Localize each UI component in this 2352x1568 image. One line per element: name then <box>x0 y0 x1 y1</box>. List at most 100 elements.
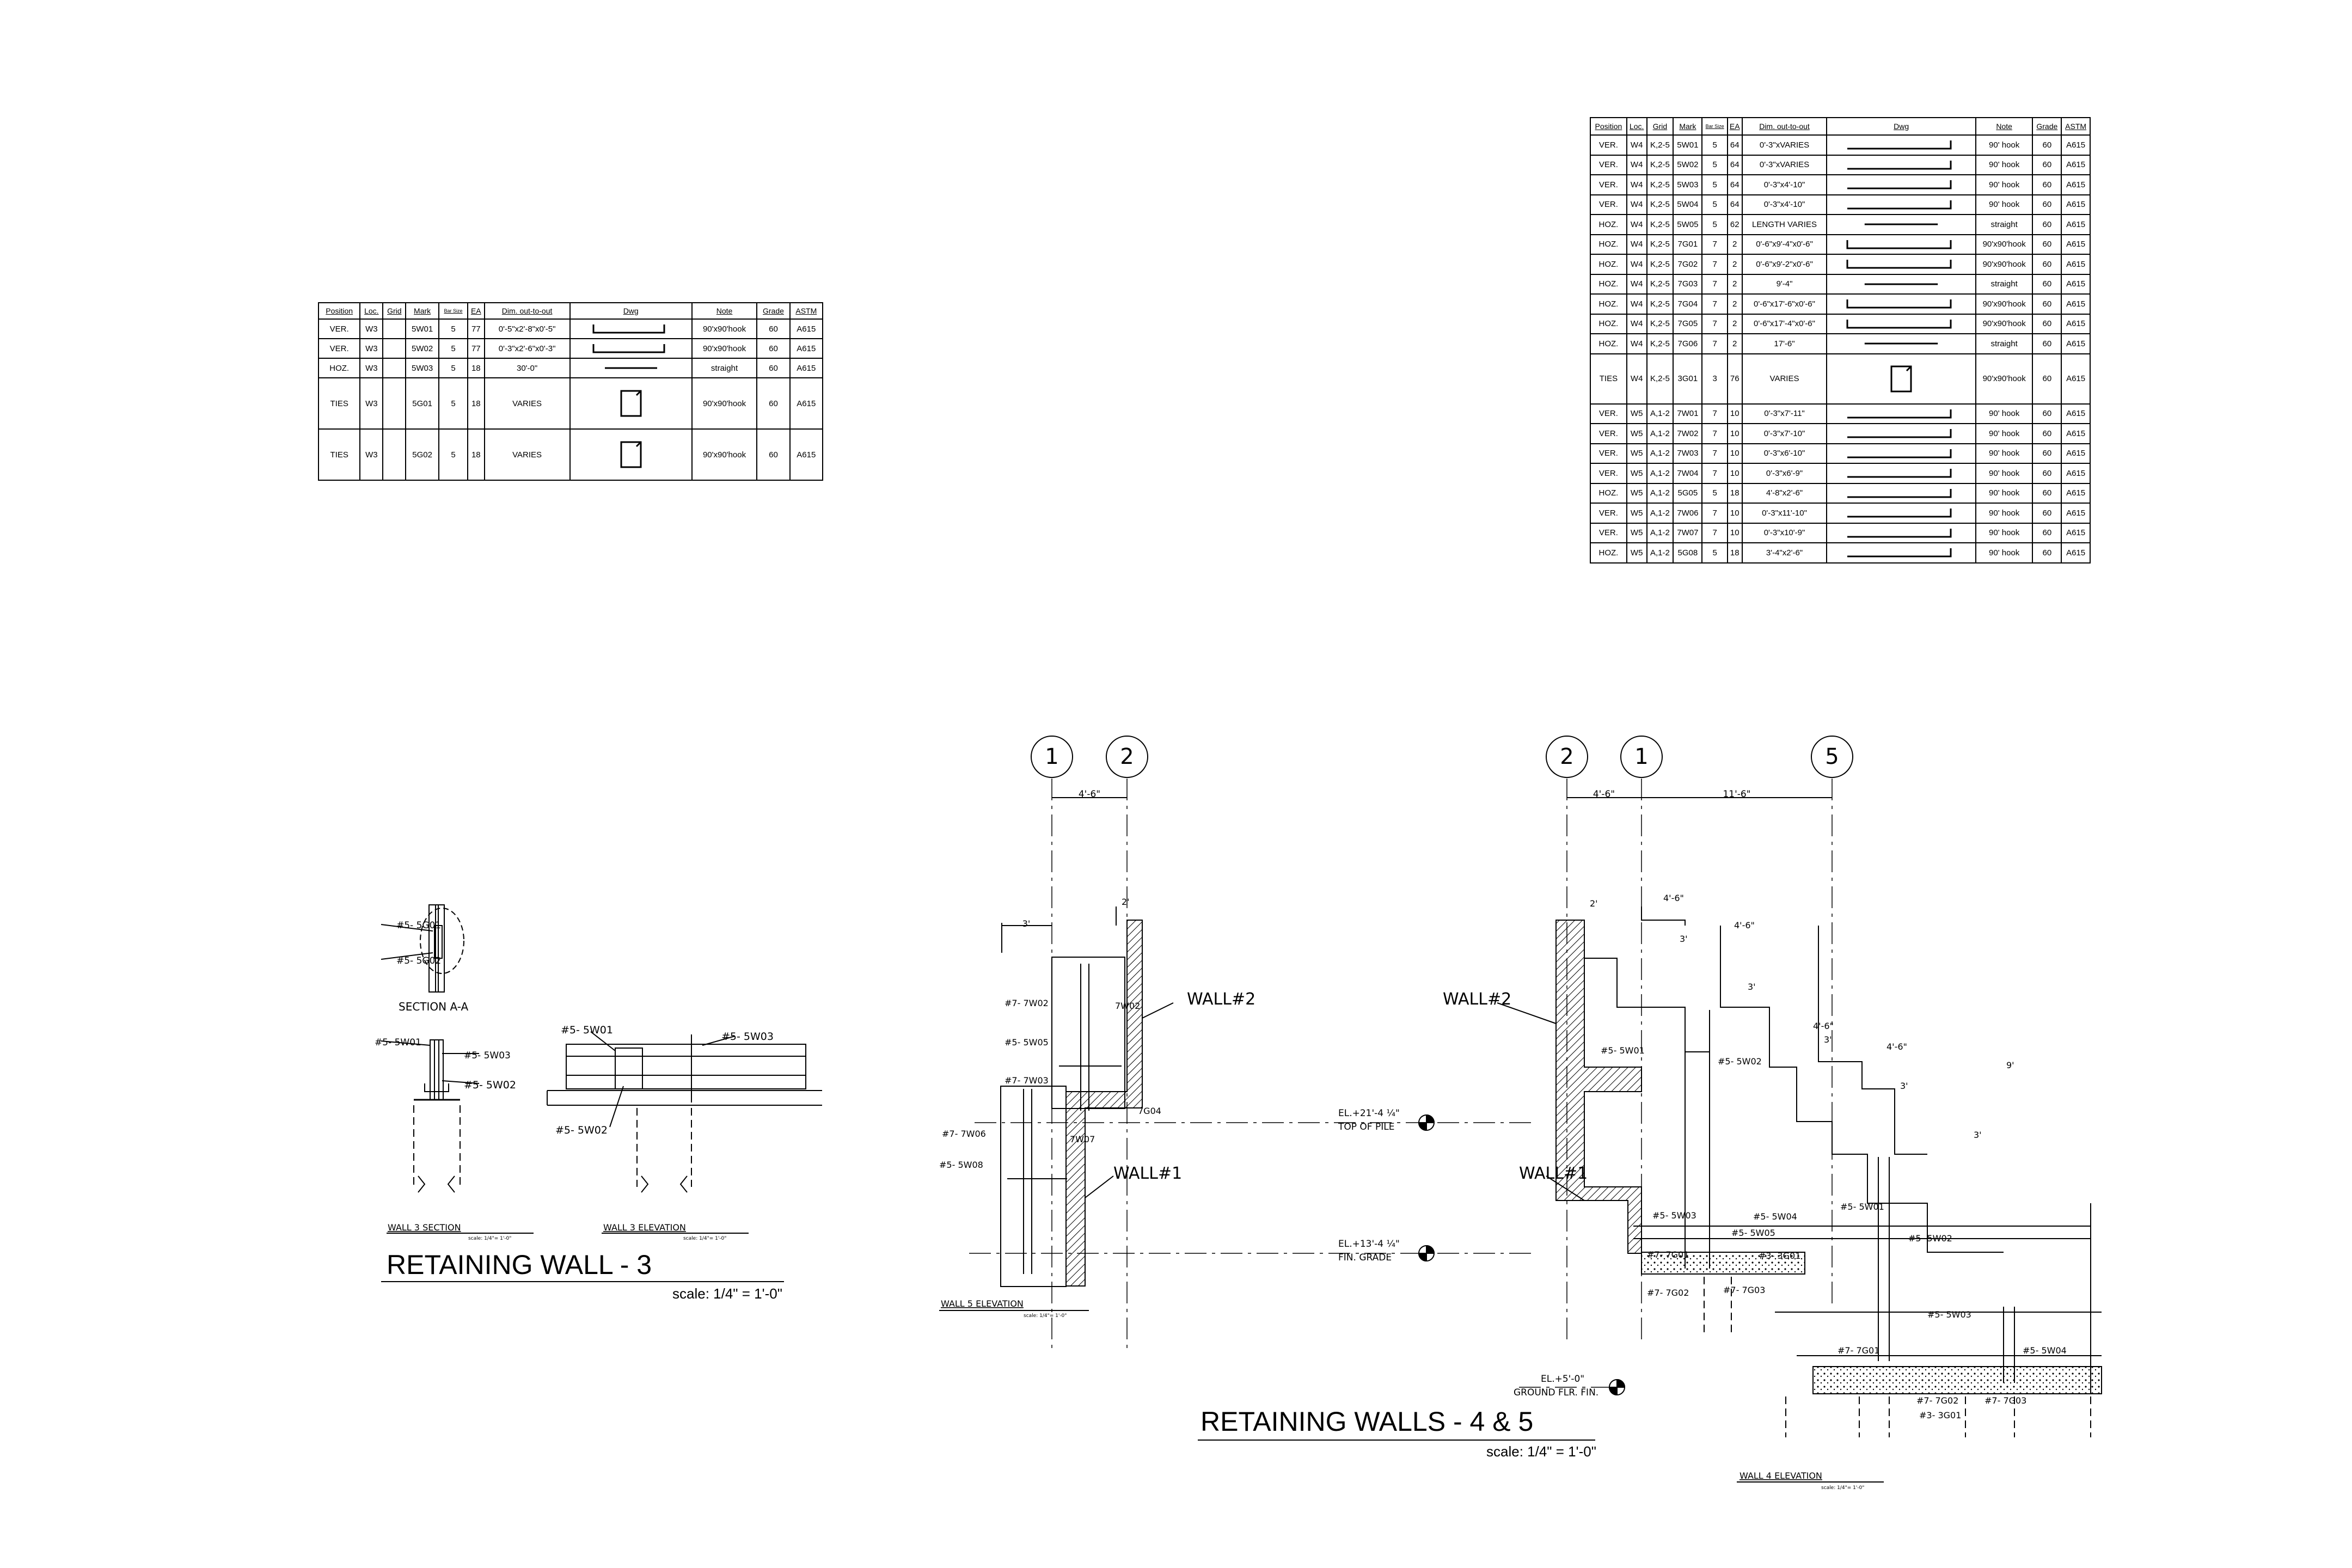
straight-bar-shape-icon <box>604 367 657 369</box>
dim-w4-3b: 3' <box>1748 982 1756 992</box>
cell-dim: 0'-3"x2'-6"x0'-3" <box>483 338 571 359</box>
cell-mark: 7W03 <box>1673 443 1703 464</box>
wall5-elevation-scale: scale: 1/4"= 1'-0" <box>1024 1313 1067 1319</box>
cell-grid: K,2-5 <box>1646 174 1674 195</box>
bar-5w05-label: #5- 5W05 <box>1004 1037 1049 1048</box>
col-mark: Mark <box>1673 117 1703 136</box>
cell-dwg <box>1826 463 1976 484</box>
cell-ea: 18 <box>467 377 485 430</box>
cell-grid: K,2-5 <box>1646 154 1674 175</box>
cell-loc: W4 <box>1626 293 1647 315</box>
cell-dwg <box>1826 134 1976 156</box>
cell-note: straight <box>1975 214 2033 235</box>
cell-bar-size: 7 <box>1701 293 1728 315</box>
cell-bar-size: 7 <box>1701 254 1728 275</box>
cell-note: 90' hook <box>1975 443 2033 464</box>
cell-position: VER. <box>1590 134 1627 156</box>
cell-position: VER. <box>1590 423 1627 444</box>
cell-mark: 5G05 <box>1673 482 1703 504</box>
cell-dwg <box>1826 503 1976 524</box>
cell-dwg <box>1826 154 1976 175</box>
cell-bar-size: 3 <box>1701 353 1728 405</box>
cell-grid <box>382 377 407 430</box>
cell-grid: K,2-5 <box>1646 234 1674 255</box>
cell-dwg <box>569 358 693 378</box>
cell-grade: 60 <box>2032 174 2062 195</box>
cell-ea: 10 <box>1726 403 1743 424</box>
bar-5w04-w4b: #5- 5W04 <box>2023 1345 2067 1356</box>
cell-dwg <box>1826 403 1976 424</box>
cell-grid: A,1-2 <box>1646 522 1674 543</box>
cell-ea: 2 <box>1726 273 1743 295</box>
hook-bar-shape-icon <box>1847 528 1952 538</box>
cell-dim: VARIES <box>1741 353 1828 405</box>
cell-dim: 0'-3"x6'-10" <box>1741 443 1828 464</box>
cell-astm: A615 <box>2061 254 2091 275</box>
grid-label-2-left: 2 <box>1120 744 1134 769</box>
elev-fin-grade: EL.+13'-4 ¼" <box>1338 1239 1400 1250</box>
cell-bar-size: 7 <box>1701 463 1728 484</box>
wall3-elevation-scale: scale: 1/4"= 1'-0" <box>683 1236 726 1241</box>
cell-ea: 2 <box>1726 254 1743 275</box>
cell-mark: 7W02 <box>1673 423 1703 444</box>
bar-5w04-w4: #5- 5W04 <box>1753 1211 1797 1222</box>
cell-grade: 60 <box>2032 463 2062 484</box>
cell-grade: 60 <box>2032 154 2062 175</box>
elev-ground: EL.+5'-0" <box>1541 1374 1584 1385</box>
u-bar-shape-icon <box>1846 260 1952 269</box>
cell-dwg <box>1826 423 1976 444</box>
cell-note: straight <box>691 358 758 378</box>
col-note: Note <box>691 302 758 320</box>
cell-astm: A615 <box>2061 463 2091 484</box>
cell-position: HOZ. <box>1590 254 1627 275</box>
cell-position: HOZ. <box>1590 482 1627 504</box>
cell-dwg <box>569 428 693 481</box>
cell-dim: 0'-3"xVARIES <box>1741 154 1828 175</box>
cell-loc: W5 <box>1626 482 1647 504</box>
cell-grade: 60 <box>2032 313 2062 334</box>
straight-bar-shape-icon <box>1864 223 1938 225</box>
bar-5w01-w4a: #5- 5W01 <box>1601 1045 1645 1056</box>
cell-grade: 60 <box>2032 134 2062 156</box>
cell-grade: 60 <box>2032 503 2062 524</box>
cell-astm: A615 <box>2061 273 2091 295</box>
cell-loc: W4 <box>1626 254 1647 275</box>
cell-grid: A,1-2 <box>1646 443 1674 464</box>
rw3-label-g1: #5- 5G01 <box>396 920 441 931</box>
cell-loc: W3 <box>359 338 384 359</box>
cell-position: HOZ. <box>1590 234 1627 255</box>
cell-note: 90'x90'hook <box>691 428 758 481</box>
section-aa-detail <box>381 904 464 993</box>
cell-position: HOZ. <box>1590 293 1627 315</box>
cell-grade: 60 <box>2032 194 2062 215</box>
u-bar-shape-icon <box>592 344 665 353</box>
cell-note: 90' hook <box>1975 503 2033 524</box>
rw3-sect-label-w2: #5- 5W02 <box>464 1079 516 1091</box>
col-ea: EA <box>467 302 485 320</box>
cell-astm: A615 <box>2061 154 2091 175</box>
cell-ea: 2 <box>1726 333 1743 354</box>
wall4-elevation-title: WALL 4 ELEVATION <box>1739 1471 1822 1481</box>
rw3-scale: scale: 1/4" = 1'-0" <box>672 1285 782 1302</box>
cell-ea: 18 <box>467 428 485 481</box>
hook-bar-shape-icon <box>1847 548 1952 558</box>
hook-bar-shape-icon <box>1847 429 1952 438</box>
cell-grade: 60 <box>2032 254 2062 275</box>
grid-label-1-left: 1 <box>1045 744 1058 769</box>
cell-bar-size: 7 <box>1701 333 1728 354</box>
cell-ea: 18 <box>1726 482 1743 504</box>
cell-astm: A615 <box>789 377 824 430</box>
cell-ea: 18 <box>467 358 485 378</box>
hook-bar-shape-icon <box>1847 140 1952 150</box>
cell-astm: A615 <box>2061 542 2091 564</box>
bar-5w03-w4: #5- 5W03 <box>1652 1210 1696 1221</box>
cell-dim: 0'-3"x10'-9" <box>1741 522 1828 543</box>
cell-position: HOZ. <box>1590 333 1627 354</box>
cell-mark: 7G01 <box>1673 234 1703 255</box>
